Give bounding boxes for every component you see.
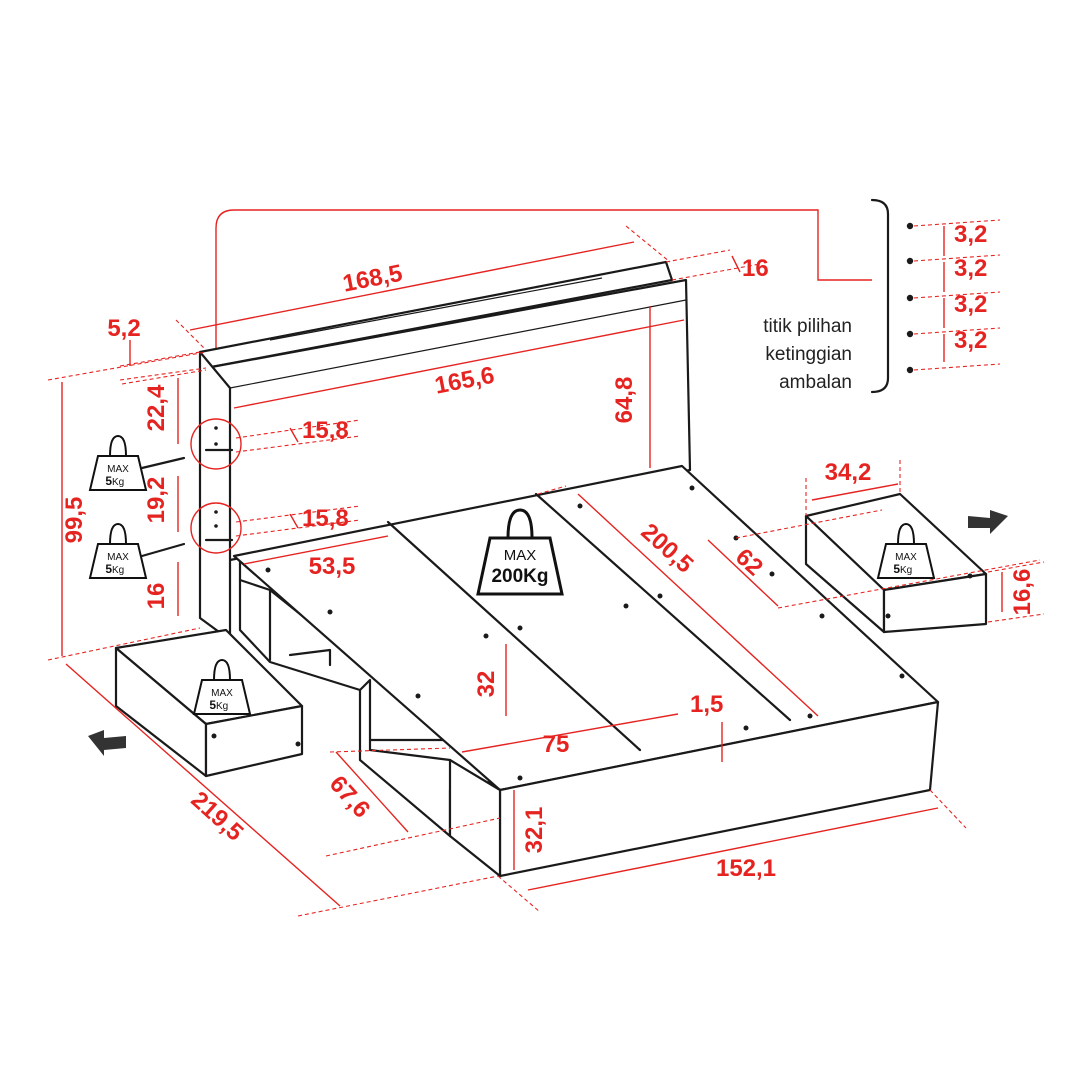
weight-max-label: MAX — [211, 688, 233, 699]
hole-dot — [906, 294, 914, 302]
weight-icon: MAX 200Kg — [476, 508, 564, 596]
weight-max-label: MAX — [895, 552, 917, 563]
weight-max-label: MAX — [107, 552, 129, 563]
dim-underbed-height: 32 — [473, 671, 500, 698]
dim-panel-gap: 1,5 — [690, 691, 723, 718]
dim-total-width: 152,1 — [716, 855, 776, 882]
hole-detail-strip — [870, 198, 890, 394]
weight-value: 5 — [893, 562, 900, 576]
dim-shelf-top: 22,4 — [143, 384, 170, 431]
dim-side-cabinet-depth: 67,6 — [324, 771, 375, 824]
left-drawer — [114, 628, 304, 778]
dim-total-height: 99,5 — [61, 497, 88, 544]
note-line-3: ambalan — [779, 372, 852, 393]
side-shelf-unit — [198, 350, 232, 642]
dim-shelf-depth-lower: 15,8 — [302, 505, 349, 532]
weight-value: 5 — [105, 474, 112, 488]
hole-detail: 3,2 3,2 3,2 3,2 titik pilihan ketinggian… — [763, 198, 1001, 394]
dim-headboard-width: 168,5 — [341, 260, 405, 298]
weight-value-large: 200Kg — [491, 566, 548, 587]
weight-icon: MAX 5 Kg — [876, 522, 936, 579]
weight-max-label: MAX — [107, 464, 129, 475]
weight-unit: Kg — [900, 565, 912, 576]
hole-spacing-label: 3,2 — [954, 221, 987, 248]
weight-unit: Kg — [112, 565, 124, 576]
dim-headboard-depth: 16 — [742, 255, 769, 282]
note-line-1: titik pilihan — [763, 316, 852, 337]
dim-side-cabinet-length: 53,5 — [309, 553, 356, 580]
hole-dot — [906, 366, 914, 374]
hole-highlight-circle — [190, 502, 242, 554]
weight-value: 5 — [209, 698, 216, 712]
right-drawer — [804, 492, 988, 634]
weight-icon: MAX 5 Kg — [192, 658, 252, 715]
note-line-2: ketinggian — [765, 344, 852, 365]
dim-drawer-width: 34,2 — [825, 459, 872, 486]
hole-highlight-circle — [190, 418, 242, 470]
dimension-lines — [47, 225, 1045, 917]
arrow-icon — [968, 510, 1008, 534]
weight-icon: MAX 5 Kg — [88, 434, 148, 491]
arrow-icon — [88, 730, 126, 756]
dim-shelf-mid: 19,2 — [143, 477, 170, 524]
weight-max-label: MAX — [504, 547, 537, 564]
hole-dot — [906, 257, 914, 265]
weight-unit: Kg — [216, 701, 228, 712]
dim-frame-height: 32,1 — [521, 807, 548, 854]
dim-underbed-width: 75 — [543, 731, 570, 758]
bed-side-rail — [448, 758, 502, 878]
callout-connector — [215, 209, 872, 610]
dim-drawer-height: 16,6 — [1009, 569, 1036, 616]
hole-dot — [906, 222, 914, 230]
dim-shelf-depth-upper: 15,8 — [302, 417, 349, 444]
weight-value: 5 — [105, 562, 112, 576]
dim-side-offset: 5,2 — [107, 315, 140, 342]
hole-spacing-label: 3,2 — [954, 291, 987, 318]
dim-headboard-height: 64,8 — [611, 377, 638, 424]
dim-shelf-bottom: 16 — [143, 583, 170, 610]
weight-icon: MAX 5 Kg — [88, 522, 148, 579]
hole-spacing-label: 3,2 — [954, 327, 987, 354]
hole-spacing-label: 3,2 — [954, 255, 987, 282]
weight-unit: Kg — [112, 477, 124, 488]
hole-dot — [906, 330, 914, 338]
